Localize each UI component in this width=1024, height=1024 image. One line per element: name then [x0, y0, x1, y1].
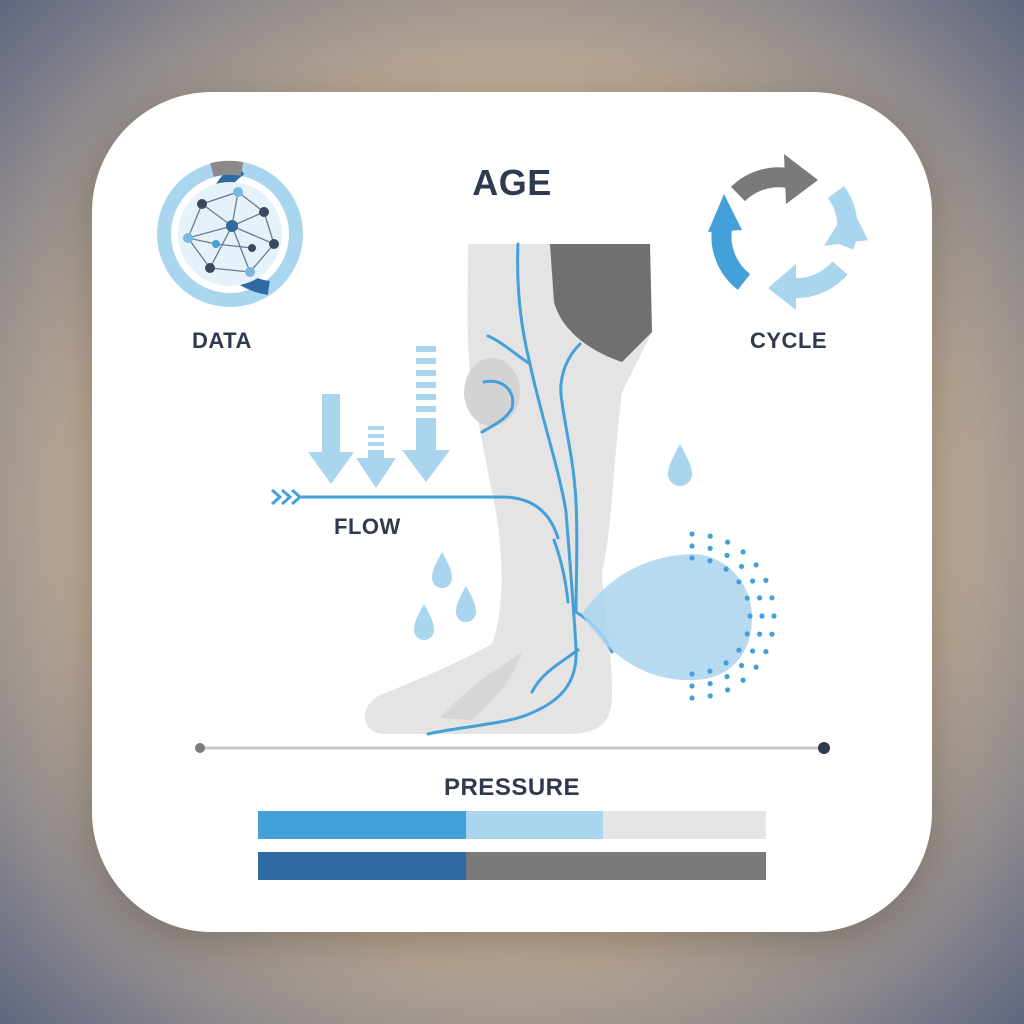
swelling-dot [689, 531, 695, 537]
swelling-dot [769, 631, 775, 637]
pressure-segment [603, 811, 766, 839]
swelling-dot [689, 555, 695, 561]
pressure-segment [258, 852, 467, 880]
pressure-label: PRESSURE [443, 774, 581, 801]
swelling-dot [707, 681, 713, 687]
pressure-segment [258, 811, 467, 839]
pressure-bar-bottom [258, 852, 766, 880]
swelling-dot [707, 533, 713, 539]
leg-with-veins-icon [298, 242, 652, 736]
swelling-dot [723, 660, 729, 666]
page-title: AGE [472, 162, 552, 203]
swelling-dot [689, 543, 695, 549]
swelling-dot [723, 566, 729, 572]
swelling-dot [753, 664, 759, 670]
down-arrows-icon [308, 346, 450, 488]
swelling-dot [750, 648, 756, 654]
swelling-dot [744, 631, 750, 637]
swelling-dot [740, 677, 746, 683]
pressure-segment [466, 852, 766, 880]
pressure-bar-top [258, 811, 766, 839]
swelling-dot [769, 595, 775, 601]
cycle-label: CYCLE [750, 328, 828, 353]
swelling-dot [689, 671, 695, 677]
swelling-dot [725, 687, 731, 693]
swelling-dot [750, 578, 756, 584]
swelling-dot [759, 613, 765, 619]
network-globe-icon [157, 160, 303, 307]
swelling-dot [738, 563, 745, 570]
swelling-dot [740, 549, 746, 555]
swelling-dot [757, 631, 763, 637]
swelling-dot [753, 562, 759, 568]
swelling-dot [707, 558, 713, 564]
swelling-dot [724, 674, 730, 680]
swelling-dot [689, 683, 695, 689]
circular-arrows-icon [708, 154, 868, 310]
slider-line-icon [195, 742, 830, 754]
swelling-dot [707, 545, 713, 551]
swelling-dot [763, 577, 769, 583]
water-drop-icon [414, 444, 692, 640]
swelling-dot [707, 693, 713, 699]
swelling-dot [763, 649, 769, 655]
swelling-dot [725, 539, 731, 545]
swelling-dot [707, 668, 713, 674]
swelling-dot [689, 695, 695, 701]
swelling-dot [736, 579, 742, 585]
swelling-dot [747, 613, 753, 619]
swelling-dot [757, 595, 763, 601]
pressure-segment [466, 811, 604, 839]
swelling-dot [771, 613, 777, 619]
infographic-art [157, 154, 868, 754]
infographic-card: AGE DATA CYCLE FLOW PRESSURE [92, 92, 932, 932]
data-label: DATA [192, 328, 252, 353]
swelling-dots-icon [582, 531, 777, 701]
flow-label: FLOW [334, 514, 401, 539]
swelling-dot [738, 662, 745, 669]
swelling-dot [744, 595, 750, 601]
swelling-dot [736, 647, 742, 653]
swelling-dot [724, 552, 730, 558]
